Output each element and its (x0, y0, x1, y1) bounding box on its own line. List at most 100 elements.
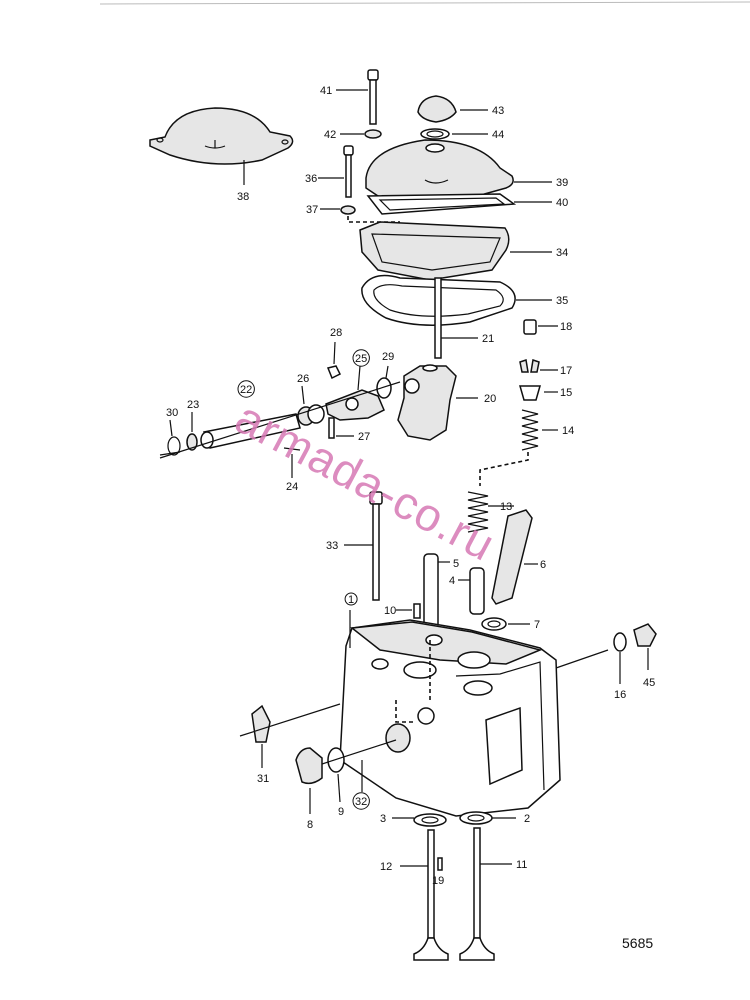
part-label-10: 10 (384, 605, 396, 617)
part-28-adjusting-nut (326, 341, 342, 380)
part-15-spring-retainer (519, 385, 558, 401)
part-27-adjusting-screw (328, 417, 354, 439)
part-label-35: 35 (556, 295, 568, 307)
part-33-cylinder-head-bolt (344, 491, 383, 601)
part-label-20: 20 (484, 393, 496, 405)
part-41-bolt (336, 69, 379, 125)
part-44-seal-ring (420, 128, 488, 140)
part-label-30: 30 (166, 407, 178, 419)
part-label-29: 29 (382, 351, 394, 363)
part-label-40: 40 (556, 197, 568, 209)
part-label-21: 21 (482, 333, 494, 345)
part-label-37: 37 (306, 204, 318, 216)
part-5-valve-guide (423, 553, 450, 633)
circled-label-ring-1 (344, 592, 358, 606)
part-label-5: 5 (453, 558, 459, 570)
part-label-44: 44 (492, 129, 504, 141)
part-10-dowel-pin (396, 603, 421, 619)
part-8-plug (295, 747, 323, 814)
part-label-14: 14 (562, 425, 574, 437)
part-45-plug (633, 623, 657, 670)
plug-axis-line (321, 739, 397, 765)
part-6-sleeve-tool (491, 509, 538, 605)
part-19-small-pin (437, 857, 443, 871)
dashed-guide-37 (347, 216, 400, 223)
part-label-7: 7 (534, 619, 540, 631)
part-34-cover-housing (359, 221, 552, 281)
part-label-28: 28 (330, 327, 342, 339)
part-label-4: 4 (449, 575, 455, 587)
part-label-32: 32 (355, 796, 367, 808)
part-label-11: 11 (516, 859, 527, 871)
part-13-inner-valve-spring (467, 491, 514, 533)
part-label-25: 25 (355, 353, 367, 365)
part-label-36: 36 (305, 173, 317, 185)
part-label-9: 9 (338, 806, 344, 818)
part-39-rocker-cover (365, 139, 552, 203)
part-31-cover (239, 703, 341, 768)
part-label-8: 8 (307, 819, 313, 831)
circled-label-ring-32 (352, 792, 370, 810)
part-40-gasket (366, 193, 552, 215)
part-7-valve-seal (481, 617, 530, 631)
figure-number: 5685 (622, 935, 653, 951)
part-label-42: 42 (324, 129, 336, 141)
part-label-27: 27 (358, 431, 370, 443)
dashed-guide-14 (479, 452, 529, 486)
part-label-43: 43 (492, 105, 504, 117)
part-9-washer (327, 747, 345, 803)
part-16-sealing-washer (613, 632, 627, 684)
part-14-outer-valve-spring (521, 409, 558, 451)
part-37-washer (320, 205, 356, 215)
part-label-19: 19 (432, 875, 444, 887)
part-label-18: 18 (560, 321, 572, 333)
part-11-exhaust-valve (459, 827, 512, 961)
part-4-valve-guide (458, 567, 485, 615)
part-18-valve-cap (523, 319, 558, 335)
part-12-intake-valve (400, 829, 449, 961)
part-2-valve-seat (459, 811, 516, 825)
part-label-34: 34 (556, 247, 568, 259)
part-38-valve-cover (149, 107, 294, 185)
part-24-pin (283, 447, 301, 478)
part-23-spring-washer (186, 412, 198, 451)
part-label-24: 24 (286, 481, 298, 493)
part-20-rocker-bracket (397, 364, 478, 441)
part-label-26: 26 (297, 373, 309, 385)
circled-label-ring-25 (352, 349, 370, 367)
part-label-22: 22 (240, 384, 252, 396)
dashed-guide-head (395, 700, 416, 723)
part-17-valve-keepers (519, 359, 558, 373)
part-label-15: 15 (560, 387, 572, 399)
part-label-16: 16 (614, 689, 626, 701)
part-label-23: 23 (187, 399, 199, 411)
part-42-washer (340, 129, 382, 139)
part-label-17: 17 (560, 365, 572, 377)
part-label-33: 33 (326, 540, 338, 552)
part-25-rocker-arm (325, 365, 385, 421)
part-label-1: 1 (348, 594, 354, 606)
part-label-6: 6 (540, 559, 546, 571)
part-1-cylinder-head (339, 610, 609, 817)
shaft-axis-line (159, 381, 401, 459)
part-21-push-rod (434, 277, 478, 359)
part-label-31: 31 (257, 773, 269, 785)
part-label-2: 2 (524, 813, 530, 825)
part-label-12: 12 (380, 861, 392, 873)
part-36-bolt (318, 145, 354, 198)
part-35-lower-gasket (361, 274, 552, 326)
part-label-39: 39 (556, 177, 568, 189)
part-label-38: 38 (237, 191, 249, 203)
part-label-41: 41 (320, 85, 332, 97)
part-label-3: 3 (380, 813, 386, 825)
part-3-valve-seat (392, 813, 447, 827)
part-label-13: 13 (500, 501, 512, 513)
part-label-45: 45 (643, 677, 655, 689)
part-30-circlip (159, 419, 181, 456)
top-rule (99, 1, 750, 5)
part-29-washer (376, 365, 392, 399)
circled-label-ring-22 (237, 380, 255, 398)
